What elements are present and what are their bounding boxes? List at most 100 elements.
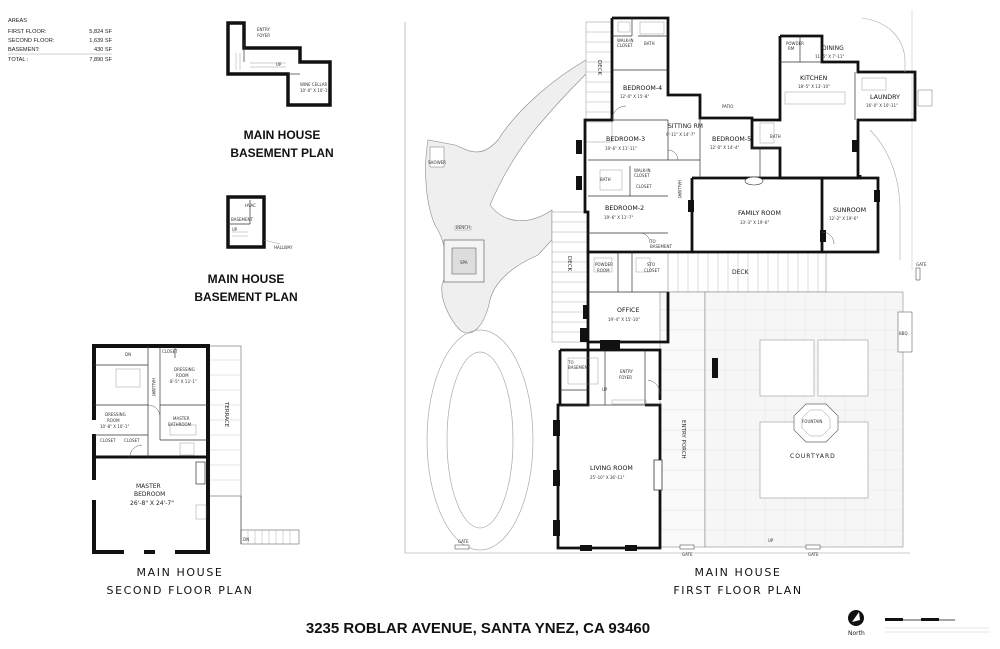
room-label: STO bbox=[647, 262, 655, 267]
areas-row-label: SECOND FLOOR: bbox=[8, 38, 55, 44]
room-dimensions: 12'-2" X 19'-6" bbox=[829, 216, 858, 221]
deck-label: DECK bbox=[732, 269, 750, 276]
room-dimensions: 10'-0" X 10'-1" bbox=[300, 88, 329, 93]
scale-bar bbox=[885, 618, 990, 633]
areas-row-label: TOTAL : bbox=[8, 57, 29, 63]
room-label: OFFICE bbox=[617, 307, 639, 314]
room-label: ENTRY bbox=[620, 369, 633, 374]
stair-label: UP bbox=[276, 62, 282, 67]
room-label: BASEMENT bbox=[231, 217, 254, 222]
room-label: FOYER bbox=[257, 33, 270, 38]
room-dimensions: 19'-4" X 15'-10" bbox=[608, 317, 640, 322]
areas-row-value: 1,639 SF bbox=[89, 38, 112, 44]
north-arrow-icon bbox=[848, 610, 864, 626]
room-label: BATHROOM bbox=[168, 422, 192, 427]
stair-label: DN bbox=[125, 352, 131, 357]
room-label: BEDROOM-4 bbox=[623, 85, 662, 92]
room-label: PATIO bbox=[722, 104, 733, 109]
room-label: MASTER bbox=[173, 416, 190, 421]
room-label: POWDER bbox=[595, 262, 613, 267]
room-label: BEDROOM-5 bbox=[712, 136, 751, 143]
room-label: DINING bbox=[822, 45, 844, 52]
room-dimensions: 12'-0" X 15'-8" bbox=[620, 94, 649, 99]
basement-plan-hvac: HVAC BASEMENT UP HALLWAY bbox=[226, 195, 293, 250]
area-label: SPA bbox=[460, 260, 468, 265]
room-label: SITTING RM bbox=[668, 123, 703, 130]
room-label: ROOM bbox=[597, 268, 610, 273]
second-floor-plan: DRESSING ROOM 8'-5" X 13'-1" DRESSING RO… bbox=[92, 344, 300, 554]
deck-label: DECK bbox=[566, 256, 572, 272]
area-label: FOUNTAIN bbox=[802, 419, 822, 424]
room-label: CLOSET bbox=[644, 268, 660, 273]
room-label: CLOSET bbox=[636, 184, 652, 189]
first-floor-plan: BEDROOM-4 12'-0" X 15'-8" SITTING RM 9'-… bbox=[404, 10, 933, 557]
gate-label: GATE bbox=[808, 552, 819, 557]
property-address: 3235 ROBLAR AVENUE, SANTA YNEZ, CA 93460 bbox=[306, 620, 650, 637]
room-label: BATH bbox=[770, 134, 781, 139]
plan-subtitle: FIRST FLOOR PLAN bbox=[673, 584, 802, 597]
room-label: TERRACE bbox=[223, 401, 229, 428]
stair-label: DN bbox=[243, 537, 249, 542]
room-label: FOYER bbox=[619, 375, 632, 380]
deck-label: DECK bbox=[596, 60, 602, 76]
room-label: WINE CELLAR bbox=[300, 82, 328, 87]
areas-row-value: 430 SF bbox=[94, 47, 113, 53]
room-dimensions: 10'-8" X 10'-1" bbox=[100, 424, 129, 429]
area-label: BENCH bbox=[456, 225, 470, 230]
area-label: SHOWER bbox=[428, 160, 446, 165]
plan-subtitle: BASEMENT PLAN bbox=[194, 290, 297, 304]
gate-label: GATE bbox=[916, 262, 927, 267]
room-label: KITCHEN bbox=[800, 75, 828, 82]
areas-row-value: 5,824 SF bbox=[89, 29, 112, 35]
room-label: ROOM bbox=[107, 418, 120, 423]
stair-label: UP bbox=[232, 227, 238, 232]
room-label: DRESSING bbox=[174, 367, 195, 372]
areas-table: AREAS FIRST FLOOR: 5,824 SF SECOND FLOOR… bbox=[8, 18, 113, 63]
areas-row-label: FIRST FLOOR: bbox=[8, 29, 47, 35]
room-label: HALLWAY bbox=[151, 378, 156, 397]
stair-label: UP bbox=[768, 538, 774, 543]
room-label: BATH bbox=[600, 177, 611, 182]
room-dimensions: 19'-6" X 11'-7" bbox=[604, 215, 633, 220]
room-label: BATH bbox=[644, 41, 655, 46]
room-label: ROOM bbox=[176, 373, 189, 378]
room-label: BASEMENT bbox=[568, 365, 591, 370]
gate-label: GATE bbox=[458, 539, 469, 544]
room-label: WALK-IN bbox=[634, 168, 651, 173]
room-dimensions: 18'-5" X 13'-10" bbox=[798, 84, 830, 89]
room-label: CLOSET bbox=[124, 438, 140, 443]
plan-title: MAIN HOUSE bbox=[137, 566, 224, 579]
plan-subtitle: BASEMENT PLAN bbox=[230, 146, 333, 160]
room-dimensions: 12'-0" X 14'-4" bbox=[710, 145, 739, 150]
north-label: North bbox=[848, 630, 865, 637]
stair-label: UP bbox=[602, 387, 608, 392]
area-label: COURTYARD bbox=[790, 453, 836, 460]
room-label: ENTRY PORCH bbox=[680, 420, 686, 459]
room-dimensions: 8'-5" X 13'-1" bbox=[170, 379, 197, 384]
room-label: FAMILY ROOM bbox=[738, 210, 781, 217]
gate-label: GATE bbox=[682, 552, 693, 557]
room-label: BEDROOM-2 bbox=[605, 205, 644, 212]
room-label: ENTRY bbox=[257, 27, 270, 32]
plan-title: MAIN HOUSE bbox=[208, 272, 285, 286]
room-dimensions: 16'-0" X 10'-11" bbox=[866, 103, 898, 108]
areas-title: AREAS bbox=[8, 18, 27, 24]
room-label: RM bbox=[788, 46, 795, 51]
room-dimensions: 11'-6" X 7'-11" bbox=[815, 54, 844, 59]
plan-subtitle: SECOND FLOOR PLAN bbox=[107, 584, 254, 597]
room-label: BEDROOM-3 bbox=[606, 136, 645, 143]
room-label: TO bbox=[567, 360, 574, 365]
plan-title: MAIN HOUSE bbox=[695, 566, 782, 579]
room-label: POWDER bbox=[786, 41, 804, 46]
room-dimensions: 19'-6" X 11'-11" bbox=[605, 146, 637, 151]
room-label: BEDROOM bbox=[134, 491, 165, 498]
areas-row-value: 7,890 SF bbox=[89, 57, 112, 63]
room-dimensions: 9'-11" X 14'-7" bbox=[666, 132, 695, 137]
room-label: WALK-IN bbox=[617, 38, 634, 43]
basement-plan-wine-cellar: ENTRY FOYER UP WINE CELLAR 10'-0" X 10'-… bbox=[226, 21, 332, 107]
room-label: HALLWAY bbox=[274, 245, 293, 250]
room-label: LIVING ROOM bbox=[590, 465, 633, 472]
room-label: DRESSING bbox=[105, 412, 126, 417]
